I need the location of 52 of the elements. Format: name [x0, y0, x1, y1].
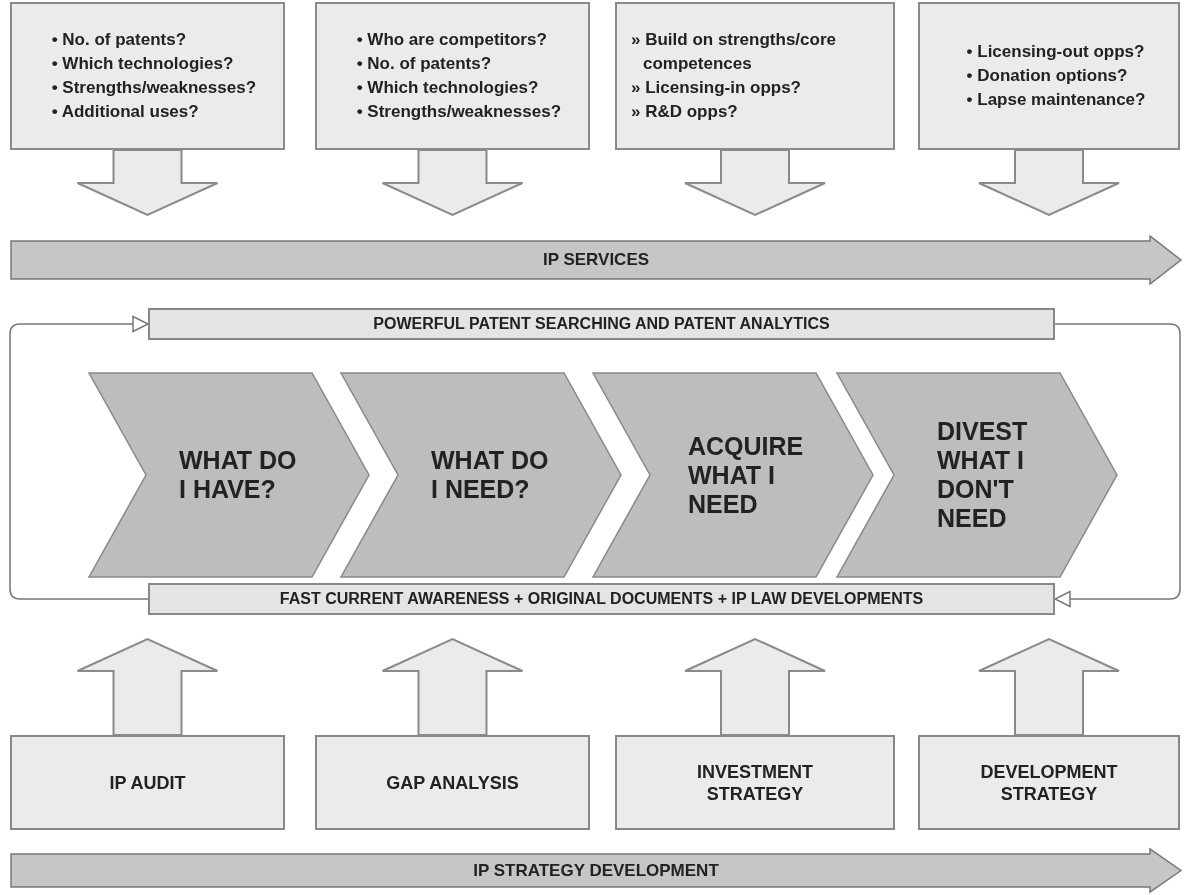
question-box [315, 2, 590, 150]
service-box [918, 735, 1180, 830]
list-item: • Which technologies? [51, 53, 235, 75]
box-label: IP STRATEGY DEVELOPMENT [473, 859, 719, 882]
step-label: DIVEST WHAT I DON'T NEED [937, 417, 1029, 533]
list-item: • No. of patents? [356, 53, 493, 75]
list-item: • Licensing-out opps? [966, 41, 1146, 63]
block-arrow [76, 149, 219, 217]
arrow [9, 315, 149, 600]
box-label: FAST CURRENT AWARENESS + ORIGINAL DOCUMENTS + IP LAW DEVELOPMENTS [279, 589, 924, 609]
arrow [1054, 323, 1181, 608]
list-item: • Lapse maintenance? [966, 89, 1146, 111]
banner-box [148, 308, 1055, 340]
block-arrow [76, 637, 219, 736]
list-item: • Donation options? [966, 65, 1129, 87]
block-arrow [381, 637, 524, 736]
list-item: • Additional uses? [51, 101, 200, 123]
block-arrow [381, 149, 524, 217]
block-arrow [684, 637, 826, 736]
service-box [10, 735, 285, 830]
block-arrow [978, 149, 1120, 217]
question-box [918, 2, 1180, 150]
service-box [615, 735, 895, 830]
box-label: INVESTMENT STRATEGY [696, 760, 814, 805]
list-item: • Strengths/weaknesses? [356, 101, 563, 123]
step-label: WHAT DO I HAVE? [179, 446, 298, 504]
list-item: • Which technologies? [356, 77, 540, 99]
chevron-shape [340, 372, 622, 578]
list-item: » R&D opps? [631, 101, 739, 123]
list-item: » Build on strengths/core competences [631, 29, 837, 75]
box-label: IP AUDIT [108, 771, 187, 794]
step-label: ACQUIRE WHAT I NEED [688, 431, 805, 519]
box-label: IP SERVICES [542, 249, 650, 271]
step-label: WHAT DO I NEED? [431, 446, 550, 504]
block-arrow [978, 637, 1120, 736]
block-arrow [684, 149, 826, 217]
list-item: • Strengths/weaknesses? [51, 77, 258, 99]
chevron-shape [88, 372, 370, 578]
chevron-shape [592, 372, 874, 578]
list-item: • No. of patents? [51, 29, 188, 51]
arrow-band [10, 848, 1182, 893]
service-box [315, 735, 590, 830]
list-item: » Licensing-in opps? [631, 77, 802, 99]
question-box [615, 2, 895, 150]
box-label: POWERFUL PATENT SEARCHING AND PATENT ANALYTICS [373, 314, 830, 334]
chevron-shape [836, 372, 1118, 578]
box-label: GAP ANALYSIS [385, 771, 520, 794]
arrow-band [10, 235, 1182, 285]
box-label: DEVELOPMENT STRATEGY [979, 760, 1119, 805]
banner-box [148, 583, 1055, 615]
question-box [10, 2, 285, 150]
list-item: • Who are competitors? [356, 29, 548, 51]
